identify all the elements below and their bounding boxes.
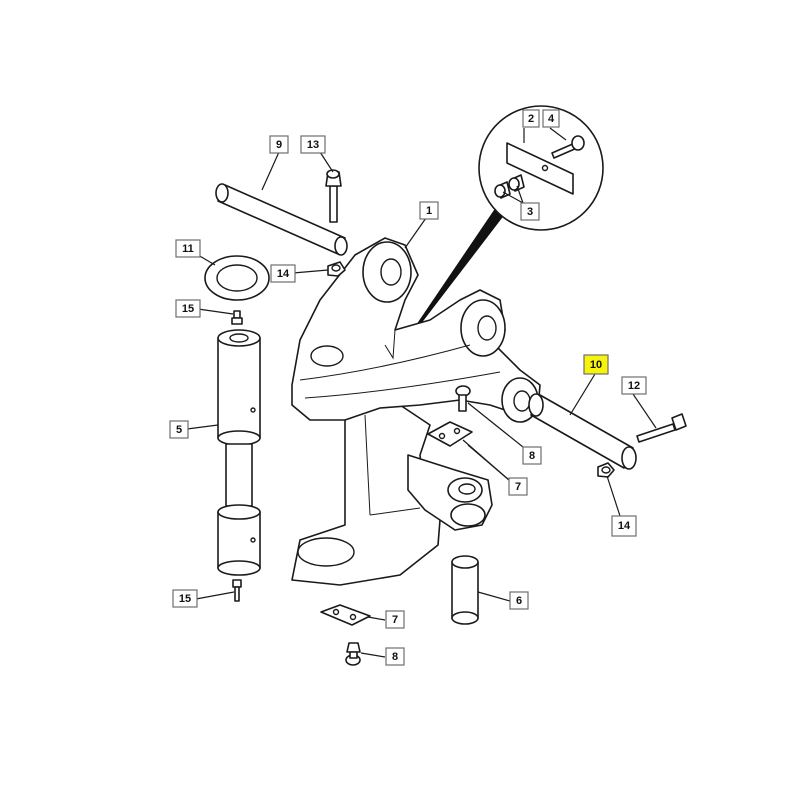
leader-lines (186, 127, 657, 658)
svg-text:13: 13 (307, 139, 319, 151)
svg-text:8: 8 (392, 651, 398, 663)
nut-14-top (327, 261, 346, 277)
svg-text:15: 15 (182, 303, 194, 315)
svg-text:15: 15 (179, 593, 191, 605)
callout-7-bottom: 7 (385, 610, 405, 629)
detail-inset (394, 105, 604, 358)
svg-text:11: 11 (182, 243, 194, 255)
callout-14-top: 14 (270, 264, 296, 283)
nut-14-bottom (597, 462, 615, 478)
callout-8-top: 8 (522, 446, 542, 465)
svg-text:5: 5 (176, 424, 182, 436)
plate-7-top (427, 421, 473, 447)
callout-1: 1 (419, 201, 439, 220)
svg-text:4: 4 (548, 113, 555, 125)
callout-3: 3 (520, 202, 540, 221)
svg-text:7: 7 (515, 481, 521, 493)
callout-8-bottom: 8 (385, 647, 405, 666)
svg-text:1: 1 (426, 205, 432, 217)
svg-text:14: 14 (277, 268, 290, 280)
callout-11: 11 (175, 239, 201, 258)
washer-11 (204, 255, 270, 301)
pin-9 (215, 183, 348, 256)
callout-2: 2 (522, 109, 540, 128)
pin-6 (451, 555, 479, 625)
callout-14-bottom: 14 (611, 515, 637, 537)
svg-text:6: 6 (516, 595, 522, 607)
callout-6: 6 (509, 591, 529, 610)
grease-nipple-15-bottom (232, 579, 242, 602)
svg-text:3: 3 (527, 206, 533, 218)
callout-9: 9 (269, 135, 289, 154)
svg-text:12: 12 (628, 380, 640, 392)
svg-text:2: 2 (528, 113, 534, 125)
svg-text:8: 8 (529, 450, 535, 462)
svg-text:9: 9 (276, 139, 282, 151)
callout-4: 4 (542, 109, 560, 128)
bolt-12 (636, 413, 687, 443)
bolt-13 (325, 169, 342, 223)
svg-text:10: 10 (590, 359, 602, 371)
callout-10: 10 (583, 354, 609, 375)
bolt-8-bottom (345, 642, 361, 666)
callout-15-bottom: 15 (172, 589, 198, 608)
bolt-8-top (455, 385, 471, 412)
grease-nipple-15-top (231, 310, 243, 325)
callout-7-top: 7 (508, 477, 528, 496)
callout-13: 13 (300, 135, 326, 154)
svg-text:7: 7 (392, 614, 398, 626)
callout-12: 12 (621, 376, 647, 395)
svg-text:14: 14 (618, 520, 631, 532)
callout-15-top: 15 (175, 299, 201, 318)
pin-10 (528, 393, 637, 470)
pin-5 (217, 329, 261, 576)
plate-7-bottom (320, 604, 371, 626)
swing-bracket (291, 237, 541, 586)
callout-5: 5 (169, 420, 189, 439)
